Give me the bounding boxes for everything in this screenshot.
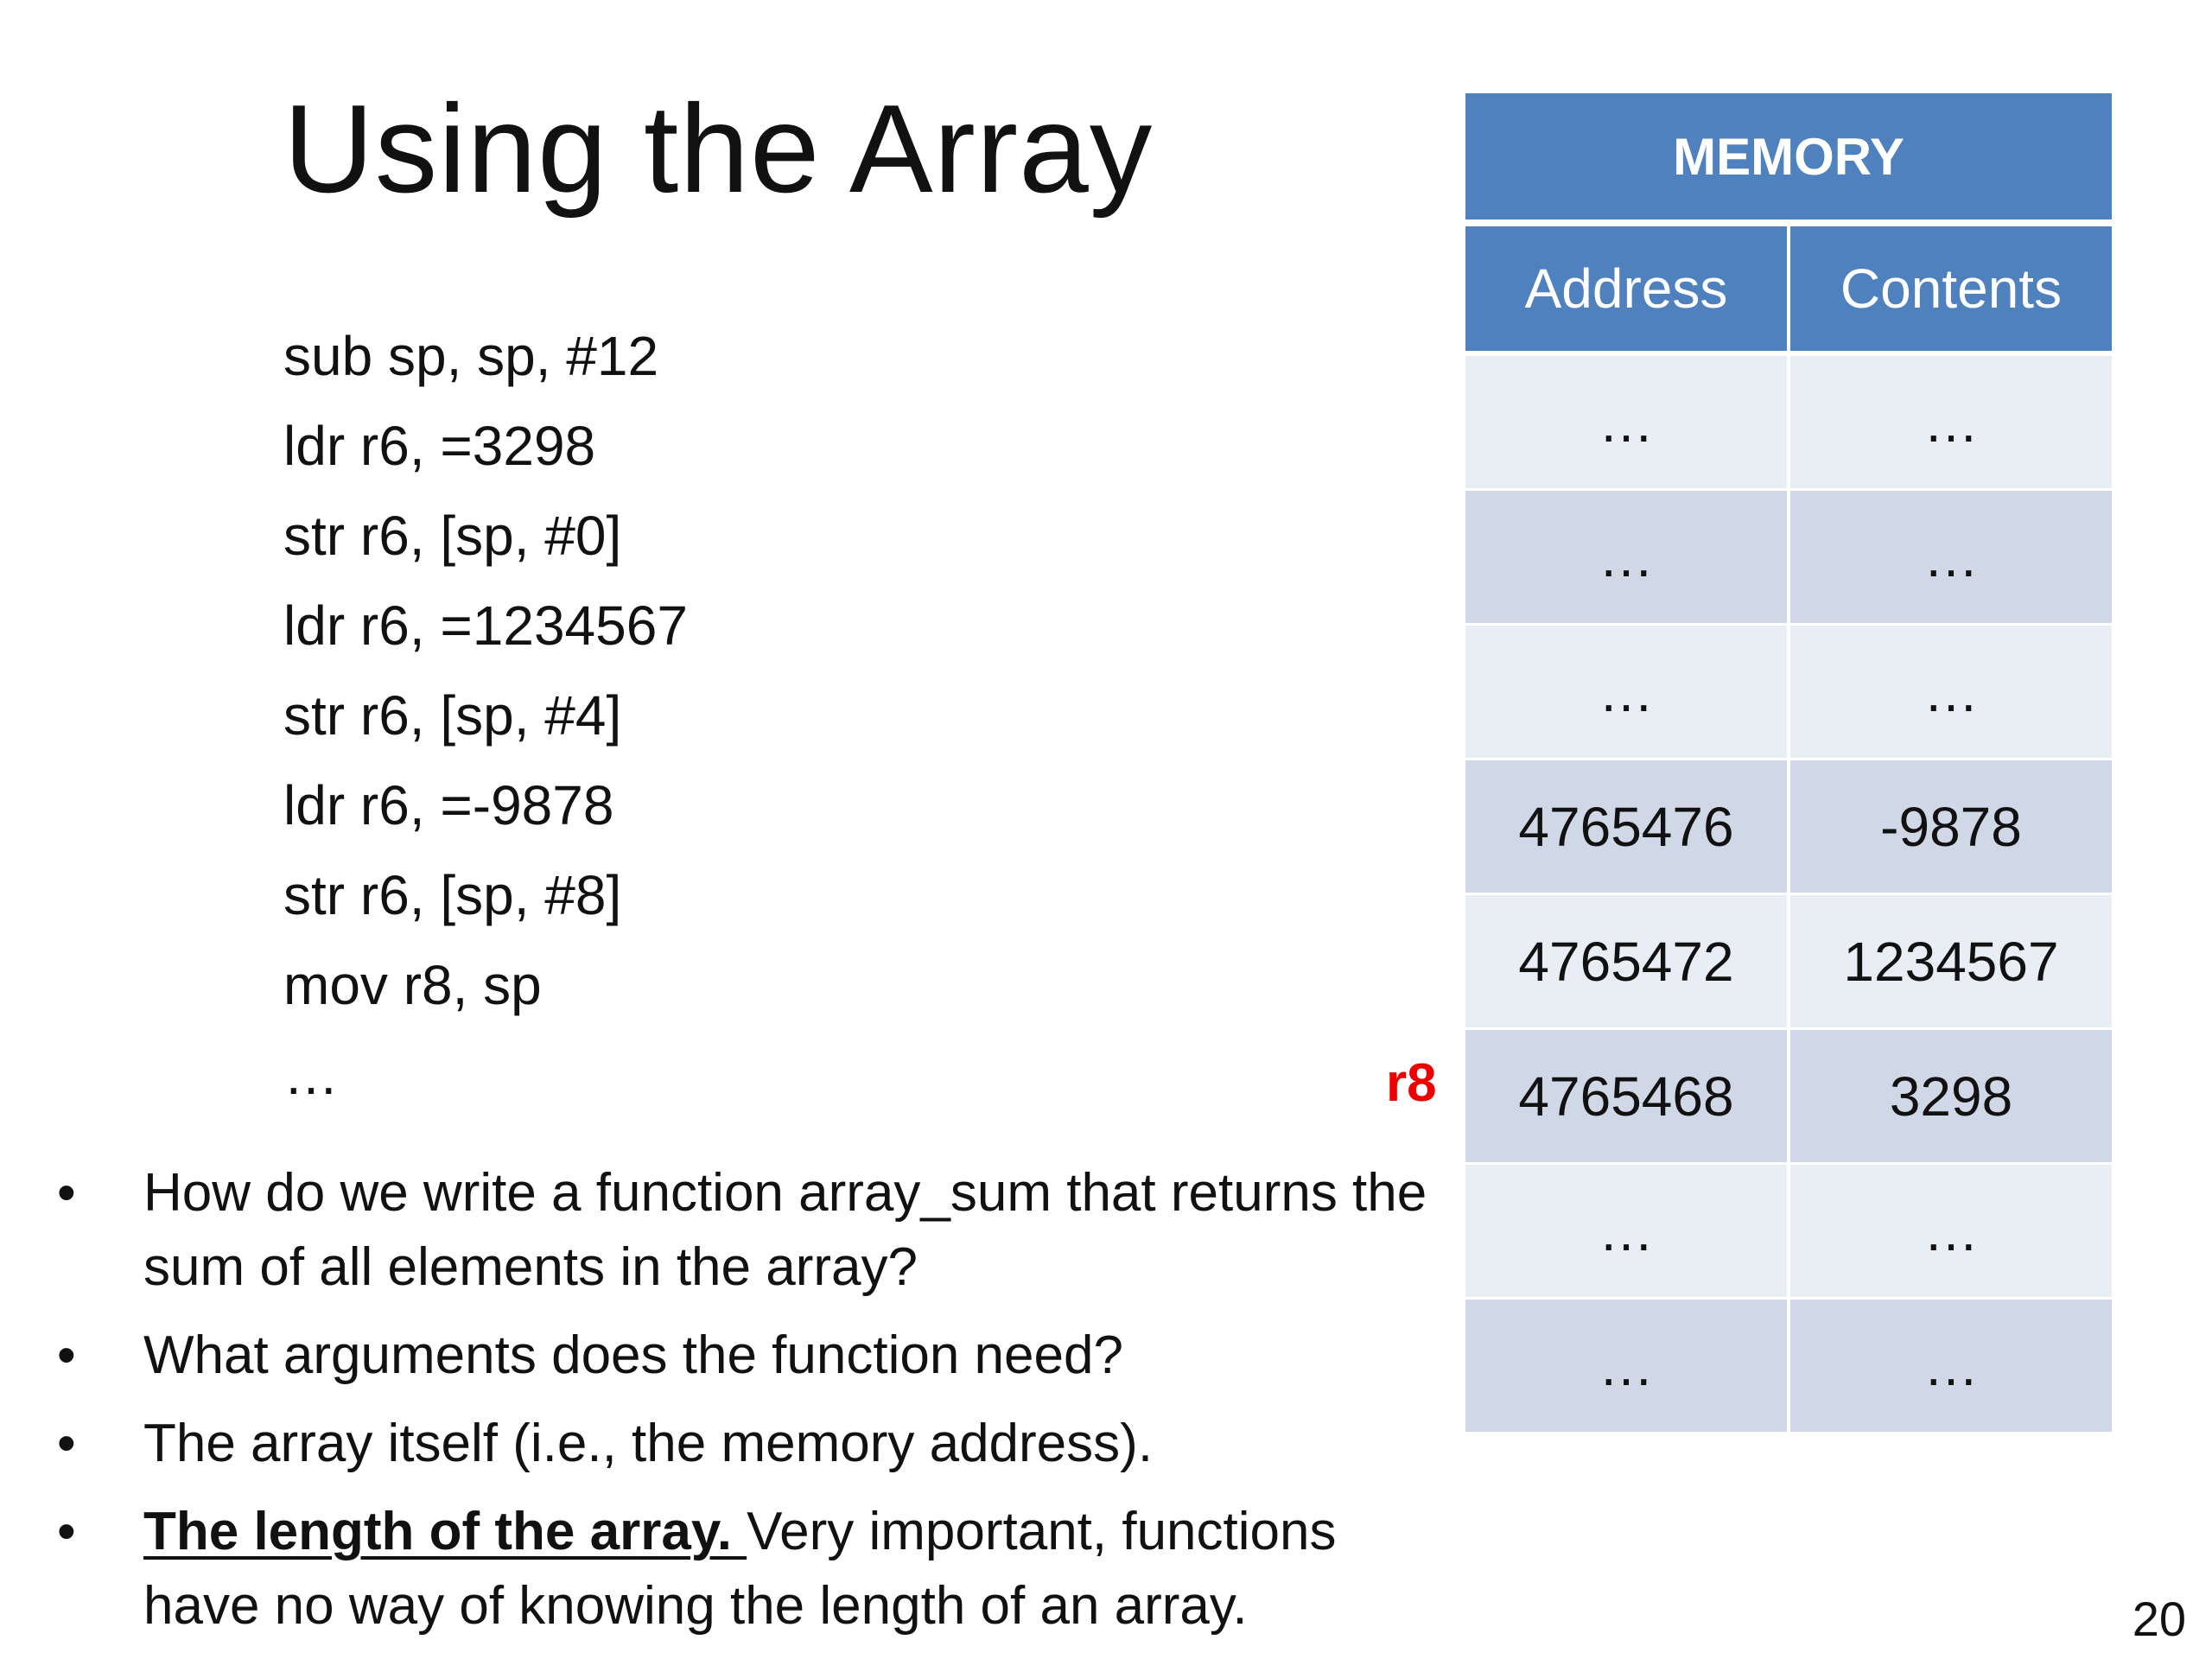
code-line: … xyxy=(283,1044,339,1106)
r8-pointer-label: r8 xyxy=(1386,1053,1437,1113)
memory-row: 4765468 3298 xyxy=(1465,1030,2112,1165)
bullet-item: • The array itself (i.e., the memory add… xyxy=(57,1407,1440,1481)
bullet-text: What arguments does the function need? xyxy=(143,1325,1123,1385)
address-cell: 4765476 xyxy=(1465,760,1790,893)
memory-row: 4765476 -9878 xyxy=(1465,760,2112,895)
memory-row: … … xyxy=(1465,1300,2112,1434)
contents-cell: 1234567 xyxy=(1843,930,2059,993)
contents-column-header: Contents xyxy=(1840,257,2063,320)
address-cell: … xyxy=(1465,626,1790,758)
code-line: str r6, [sp, #4] xyxy=(283,684,622,747)
code-line: ldr r6, =-9878 xyxy=(283,774,614,836)
contents-cell: 3298 xyxy=(1889,1065,2013,1128)
bullet-text: The array itself (i.e., the memory addre… xyxy=(143,1414,1154,1473)
bullet-item: • The length of the array. Very importan… xyxy=(57,1495,1440,1643)
code-line: str r6, [sp, #0] xyxy=(283,505,622,567)
address-cell: 4765472 xyxy=(1465,895,1790,1027)
address-cell: … xyxy=(1465,356,1790,488)
bullet-icon: • xyxy=(57,1502,76,1561)
contents-cell: -9878 xyxy=(1880,795,2022,858)
bullet-item: • How do we write a function array_sum t… xyxy=(57,1156,1440,1305)
memory-row: … … xyxy=(1465,356,2112,491)
address-cell: … xyxy=(1465,1165,1790,1297)
bullet-emphasis: The length of the array. xyxy=(143,1502,747,1561)
bullet-icon: • xyxy=(57,1163,76,1223)
contents-cell: … xyxy=(1923,1199,1979,1262)
address-column-header: Address xyxy=(1465,226,1790,351)
bullet-icon: • xyxy=(57,1325,76,1385)
bullet-list: • How do we write a function array_sum t… xyxy=(57,1156,1440,1657)
code-line: sub sp, sp, #12 xyxy=(283,325,659,387)
memory-table-title: MEMORY xyxy=(1465,93,2112,226)
bullet-text: Very important, functions have no way of… xyxy=(143,1502,1337,1636)
bullet-text: How do we write a function array_sum tha… xyxy=(143,1163,1427,1297)
address-cell: … xyxy=(1465,491,1790,623)
contents-cell: … xyxy=(1923,525,1979,588)
contents-cell: … xyxy=(1923,1334,1979,1397)
memory-table-header: Address Contents xyxy=(1465,226,2112,356)
address-cell: … xyxy=(1465,1300,1790,1432)
bullet-item: • What arguments does the function need? xyxy=(57,1319,1440,1393)
code-line: str r6, [sp, #8] xyxy=(283,864,622,926)
code-line: mov r8, sp xyxy=(283,954,542,1016)
contents-cell: … xyxy=(1923,660,1979,723)
memory-row: … … xyxy=(1465,491,2112,626)
code-listing: sub sp, sp, #12 ldr r6, =3298 str r6, [s… xyxy=(283,311,688,1120)
page-number: 20 xyxy=(2132,1592,2186,1646)
memory-table: MEMORY Address Contents … … … … … … 4765… xyxy=(1465,93,2112,1434)
memory-row: 4765472 1234567 xyxy=(1465,895,2112,1030)
memory-row: … … xyxy=(1465,626,2112,760)
bullet-icon: • xyxy=(57,1414,76,1473)
code-line: ldr r6, =1234567 xyxy=(283,594,688,657)
memory-row: … … xyxy=(1465,1165,2112,1300)
contents-cell: … xyxy=(1923,391,1979,454)
code-line: ldr r6, =3298 xyxy=(283,415,596,477)
slide-title: Using the Array xyxy=(283,79,1154,219)
address-cell: 4765468 xyxy=(1465,1030,1790,1162)
